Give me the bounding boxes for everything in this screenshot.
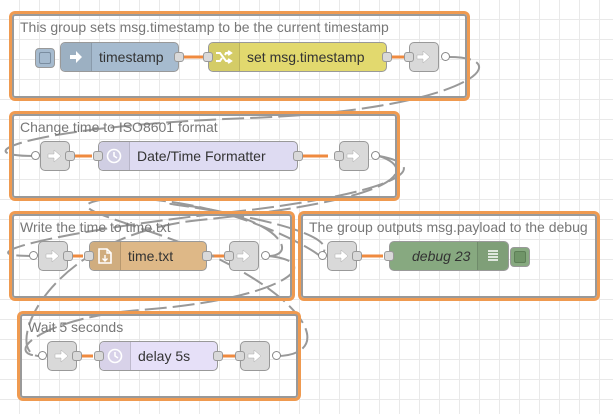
node-label: time.txt [128, 248, 174, 264]
link-endpoint[interactable] [38, 351, 47, 360]
link-out-node[interactable] [334, 141, 369, 171]
change-node[interactable]: set msg.timestamp [203, 42, 392, 72]
output-port[interactable] [293, 151, 303, 161]
link-endpoint[interactable] [441, 52, 450, 61]
node-label: Date/Time Formatter [137, 148, 266, 164]
link-endpoint[interactable] [261, 251, 270, 260]
input-port[interactable] [203, 52, 213, 62]
link-endpoint[interactable] [29, 251, 38, 260]
link-in-node[interactable] [327, 241, 362, 271]
input-port[interactable] [235, 351, 245, 361]
output-port[interactable] [382, 52, 392, 62]
link-out-node[interactable] [224, 241, 259, 271]
debug-node[interactable]: debug 23 [384, 241, 530, 271]
output-port[interactable] [63, 251, 73, 261]
shuffle-icon [209, 43, 240, 71]
link-in-node[interactable] [40, 141, 75, 171]
input-port[interactable] [404, 52, 414, 62]
link-endpoint[interactable] [31, 151, 40, 160]
node-label: debug 23 [412, 248, 471, 264]
output-port[interactable] [202, 251, 212, 261]
link-in-node[interactable] [47, 341, 82, 371]
link-out-icon [340, 142, 368, 170]
arrow-in-icon [61, 43, 92, 71]
output-port[interactable] [352, 251, 362, 261]
group-label: The group outputs msg.payload to the deb… [309, 219, 588, 235]
group-label: Change time to ISO8601 format [20, 119, 218, 135]
link-in-node[interactable] [38, 241, 73, 271]
link-endpoint[interactable] [272, 351, 281, 360]
input-port[interactable] [334, 151, 344, 161]
clock-icon [100, 342, 131, 370]
node-label: set msg.timestamp [247, 49, 365, 65]
node-label: delay 5s [138, 348, 191, 364]
file-node[interactable]: time.txt [84, 241, 212, 271]
file-icon [90, 242, 121, 270]
link-endpoint[interactable] [371, 151, 380, 160]
inject-button[interactable] [35, 48, 55, 68]
datetime-formatter-node[interactable]: Date/Time Formatter [93, 141, 303, 171]
list-icon [477, 242, 508, 270]
input-port[interactable] [94, 351, 104, 361]
link-out-icon [241, 342, 269, 370]
inject-node[interactable]: timestamp [35, 42, 184, 72]
group-label: This group sets msg.timestamp to be the … [20, 19, 389, 35]
output-port[interactable] [65, 151, 75, 161]
link-out-icon [230, 242, 258, 270]
output-port[interactable] [72, 351, 82, 361]
output-port[interactable] [174, 52, 184, 62]
group-label: Wait 5 seconds [28, 319, 124, 335]
input-port[interactable] [384, 251, 394, 261]
output-port[interactable] [213, 351, 223, 361]
node-label: timestamp [99, 49, 164, 65]
debug-toggle-button[interactable] [510, 247, 530, 267]
link-out-node[interactable] [235, 341, 270, 371]
delay-node[interactable]: delay 5s [94, 341, 223, 371]
group-label: Write the time to time.txt [20, 219, 171, 235]
input-port[interactable] [93, 151, 103, 161]
link-out-node[interactable] [404, 42, 439, 72]
link-out-icon [410, 43, 438, 71]
input-port[interactable] [84, 251, 94, 261]
input-port[interactable] [224, 251, 234, 261]
link-endpoint[interactable] [318, 251, 327, 260]
clock-icon [99, 142, 130, 170]
